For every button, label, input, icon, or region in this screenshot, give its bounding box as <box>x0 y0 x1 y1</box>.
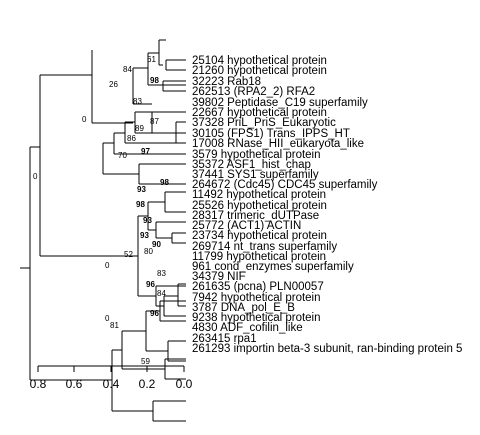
support-value: 83 <box>133 97 142 106</box>
axis-tick-label: 0.4 <box>103 377 120 391</box>
support-value: 81 <box>110 321 119 330</box>
leaf-label: 21260 hypothetical protein <box>192 65 327 77</box>
support-value: 93 <box>140 231 149 240</box>
support-value: 83 <box>157 269 166 278</box>
axis-tick-label: 0.2 <box>139 377 156 391</box>
leaf-label: 25772 (ACT1) ACTIN <box>192 220 301 232</box>
support-value: 0 <box>82 115 87 124</box>
leaf-label: 30105 (FPS1) Trans_IPPS_HT <box>192 128 350 140</box>
tree-edges <box>20 39 186 422</box>
support-value: 98 <box>150 76 159 85</box>
leaf-label: 25104 hypothetical protein <box>192 55 327 67</box>
leaf-label: 37441 SYS1 superfamily <box>192 169 319 181</box>
support-value: 98 <box>136 200 145 209</box>
support-value: 59 <box>141 357 150 366</box>
leaf-label: 261293 importin beta-3 subunit, ran-bind… <box>192 343 462 355</box>
support-value: 96 <box>146 280 155 289</box>
leaf-label: 23734 hypothetical protein <box>192 230 327 242</box>
support-value: 84 <box>157 289 166 298</box>
leaf-label: 11799 hypothetical protein <box>192 251 326 263</box>
leaf-label: 28317 trimeric_dUTPase <box>192 210 319 222</box>
leaf-label: 7942 hypothetical protein <box>192 292 321 304</box>
leaf-label: 22667 hypothetical protein <box>192 107 327 119</box>
leaf-label: 263415 rpa1 <box>192 333 257 345</box>
support-value: 90 <box>152 240 161 249</box>
leaf-label: 961 cond_enzymes superfamily <box>192 261 354 273</box>
axis-tick-label: 0.6 <box>66 377 83 391</box>
leaf-label: 37328 PriL_PriS_Eukaryotic <box>192 117 336 129</box>
support-value: 61 <box>147 55 156 64</box>
support-value: 0 <box>105 261 110 270</box>
leaf-label: 39802 Peptidase_C19 superfamily <box>192 97 368 109</box>
axis-tick-label: 0.8 <box>30 377 47 391</box>
leaf-label: 261635 (pcna) PLN00057 <box>192 281 324 293</box>
support-value: 86 <box>127 134 136 143</box>
leaf-label: 25526 hypothetical protein <box>192 200 327 212</box>
support-value: 84 <box>123 65 132 74</box>
support-value: 52 <box>124 250 133 259</box>
support-value: 87 <box>150 117 159 126</box>
support-value: 97 <box>141 147 150 156</box>
support-value: 98 <box>160 178 169 187</box>
leaf-label: 4830 ADF_cofilin_like <box>192 322 303 334</box>
leaf-label: 34379 NIF <box>192 271 246 283</box>
leaf-label: 269714 nt_trans superfamily <box>192 241 337 253</box>
support-value: 89 <box>135 124 144 133</box>
support-value: 93 <box>143 216 152 225</box>
leaf-label: 3787 DNA_pol_E_B <box>192 302 295 314</box>
axis-tick-label: 0.0 <box>176 377 193 391</box>
support-value: 80 <box>144 247 153 256</box>
leaf-label: 9238 hypothetical protein <box>192 312 321 324</box>
support-value: 70 <box>118 151 127 160</box>
leaf-label: 35372 ASF1_hist_chap <box>192 159 311 171</box>
leaf-label: 11492 hypothetical protein <box>192 189 326 201</box>
leaf-label: 262513 (RPA2_2) RFA2 <box>192 86 315 98</box>
support-value: 0 <box>33 172 38 181</box>
support-value: 96 <box>150 309 159 318</box>
leaf-label: 264672 (Cdc45) CDC45 superfamily <box>192 179 378 191</box>
distance-axis: 0.8 0.6 0.4 0.2 0.0 <box>30 365 193 391</box>
leaf-label: 32223 Rab18 <box>192 76 261 88</box>
support-value: 93 <box>137 185 146 194</box>
leaf-label: 3579 hypothetical protein <box>192 149 321 161</box>
support-value: 0 <box>105 314 110 323</box>
leaf-label: 17008 RNase_HII_eukaryota_like <box>192 138 364 150</box>
support-value: 26 <box>109 80 118 89</box>
